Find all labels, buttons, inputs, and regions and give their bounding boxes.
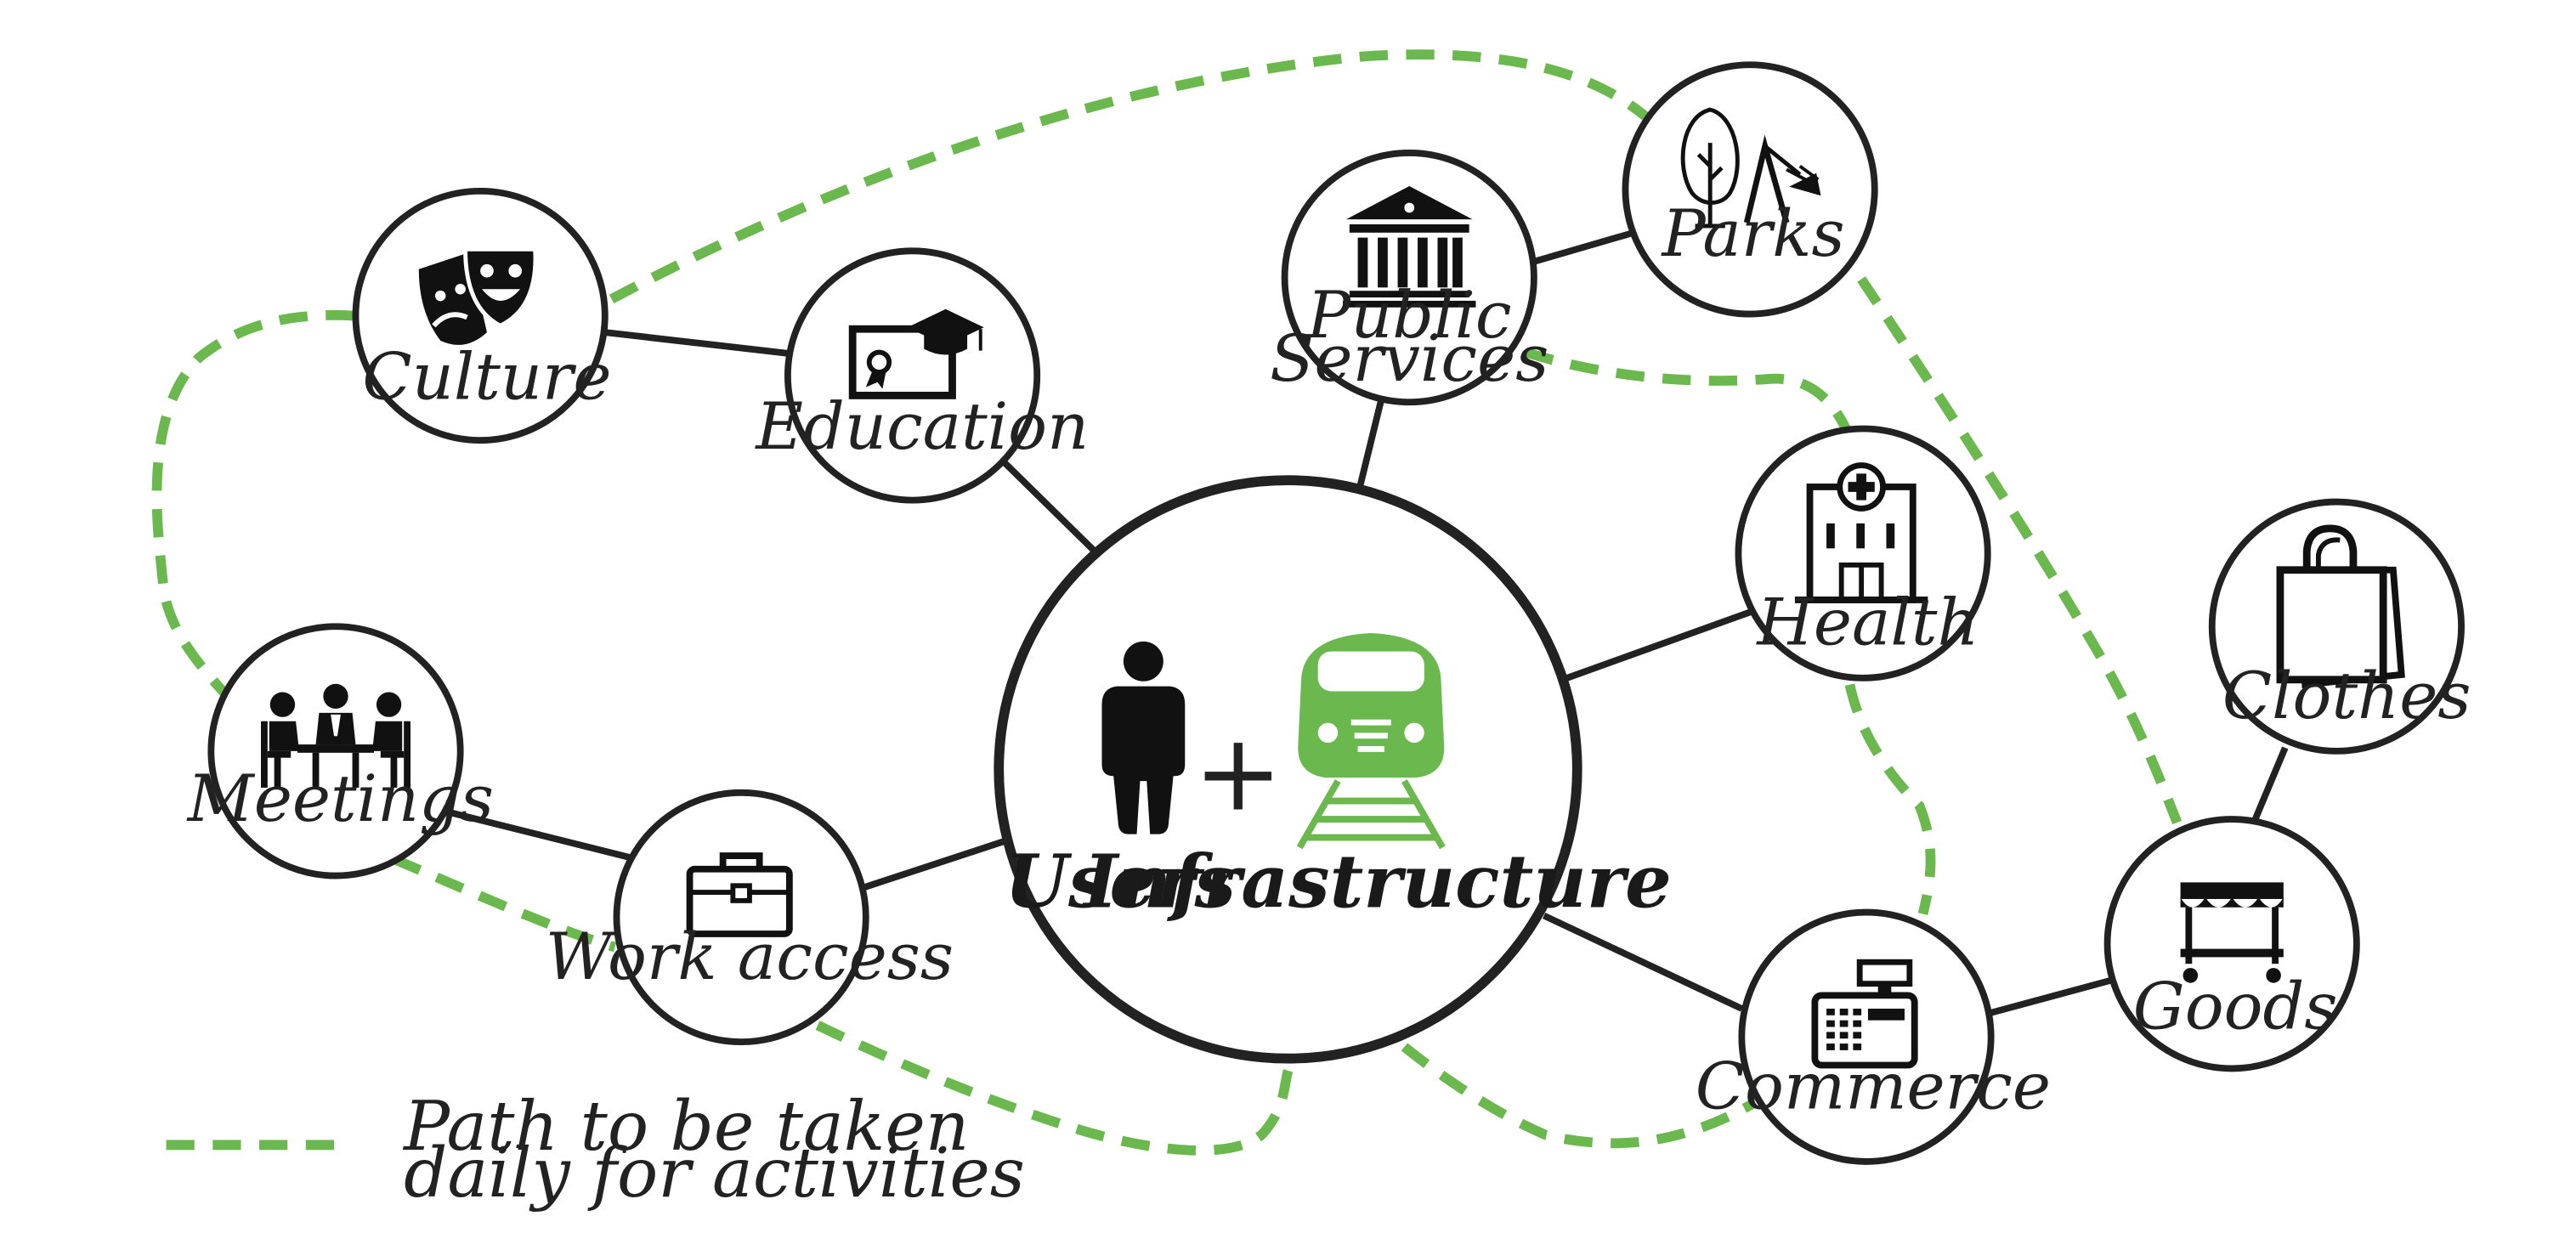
users-label: Users — [1005, 840, 1236, 925]
briefcase-icon — [686, 852, 793, 937]
market-stall-icon — [2180, 882, 2284, 983]
shopping-bag-icon — [2276, 524, 2405, 688]
culture-label: Culture — [362, 338, 611, 414]
tree-swing-icon — [1680, 107, 1821, 229]
plus-sign: + — [1193, 710, 1282, 834]
node-culture: Culture — [352, 187, 612, 444]
parks-label: Parks — [1660, 195, 1844, 271]
meetings-label: Meetings — [186, 761, 494, 836]
theater-masks-icon — [418, 246, 538, 345]
health-label: Health — [1755, 585, 1979, 660]
government-building-icon — [1343, 186, 1476, 308]
node-parks: Parks — [1622, 61, 1878, 318]
legend-line-1: Path to be taken — [402, 1087, 969, 1166]
node-education: Education — [754, 247, 1089, 504]
node-goods: Goods — [2103, 816, 2360, 1072]
meeting-table-icon — [261, 683, 411, 788]
node-health: Health — [1735, 425, 1991, 682]
infrastructure-label: Infrastructure — [1081, 840, 1672, 925]
node-work-access: Work access — [546, 789, 954, 1046]
public-services-label-line2: Services — [1270, 320, 1548, 396]
clothes-label: Clothes — [2222, 658, 2471, 733]
train-icon — [1296, 633, 1446, 850]
commerce-label: Commerce — [1696, 1048, 2051, 1123]
daily-activity-path — [151, 49, 2183, 1156]
legend-line-2: daily for activities — [404, 1134, 1025, 1213]
work-access-label: Work access — [546, 919, 954, 994]
central-node: + Users Infrastructure — [994, 475, 1672, 1064]
node-meetings: Meetings — [186, 623, 494, 880]
node-commerce: Commerce — [1696, 908, 2051, 1165]
node-clothes: Clothes — [2208, 498, 2471, 755]
person-icon — [1101, 641, 1186, 834]
connector-lines — [443, 229, 2289, 1017]
cash-register-icon — [1811, 959, 1918, 1069]
legend: Path to be taken daily for activities — [402, 1087, 1025, 1213]
education-label: Education — [754, 388, 1089, 464]
public-services-label-line1: Public — [1305, 277, 1512, 353]
hospital-icon — [1794, 462, 1928, 603]
goods-label: Goods — [2133, 968, 2338, 1044]
node-public-services: Public Services — [1270, 149, 1548, 406]
